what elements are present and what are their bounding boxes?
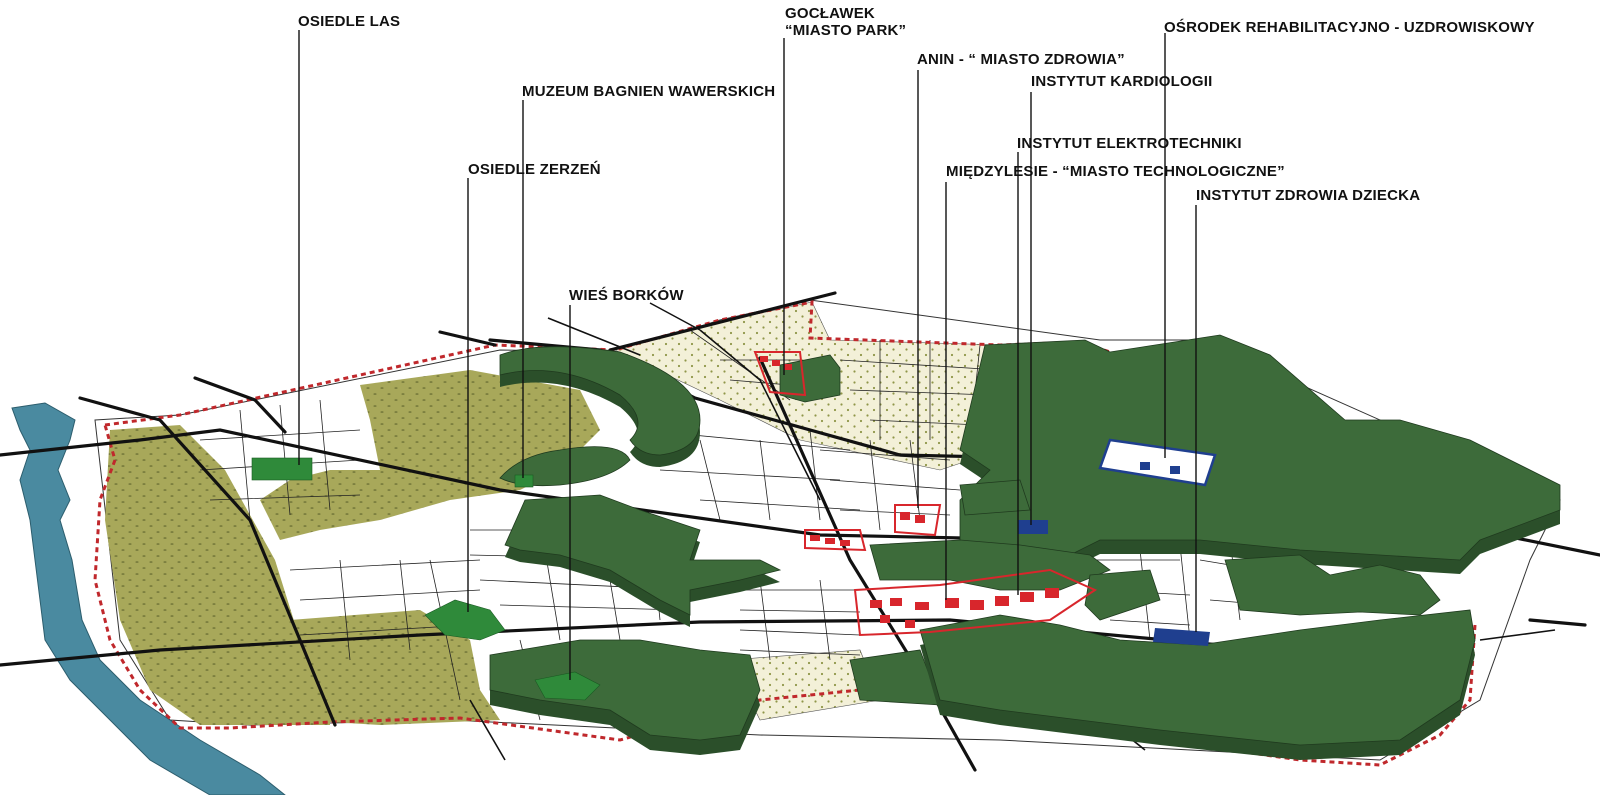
label-osiedle-las: OSIEDLE LAS (298, 13, 401, 30)
settlements (251, 457, 601, 701)
leader-lines (298, 30, 1197, 680)
label-instytut-elektrotechniki: INSTYTUT ELEKTROTECHNIKI (1017, 135, 1242, 152)
label-osiedle-zerzen: OSIEDLE ZERZEŃ (468, 161, 601, 178)
forests (489, 334, 1561, 760)
label-goclawek-subtitle: “MIASTO PARK” (785, 22, 907, 39)
meadow-central-north (260, 370, 600, 540)
development-buildings (760, 356, 1059, 628)
label-goclawek: GOCŁAWEK (785, 5, 875, 22)
institutes (1018, 438, 1217, 646)
label-osrodek: OŚRODEK REHABILITACYJNO - UZDROWISKOWY (1164, 19, 1535, 36)
label-miedzylesie: MIĘDZYLESIE - “MIASTO TECHNOLOGICZNE” (946, 163, 1285, 180)
label-wies-borkow: WIEŚ BORKÓW (569, 287, 684, 304)
label-muzeum: MUZEUM BAGNIEN WAWERSKICH (522, 83, 776, 100)
development-areas (753, 351, 1098, 637)
river (11, 402, 286, 795)
label-instytut-zdrowia: INSTYTUT ZDROWIA DZIECKA (1196, 187, 1421, 204)
label-instytut-kardiologii: INSTYTUT KARDIOLOGII (1031, 73, 1213, 90)
label-anin: ANIN - “ MIASTO ZDROWIA” (917, 51, 1125, 68)
